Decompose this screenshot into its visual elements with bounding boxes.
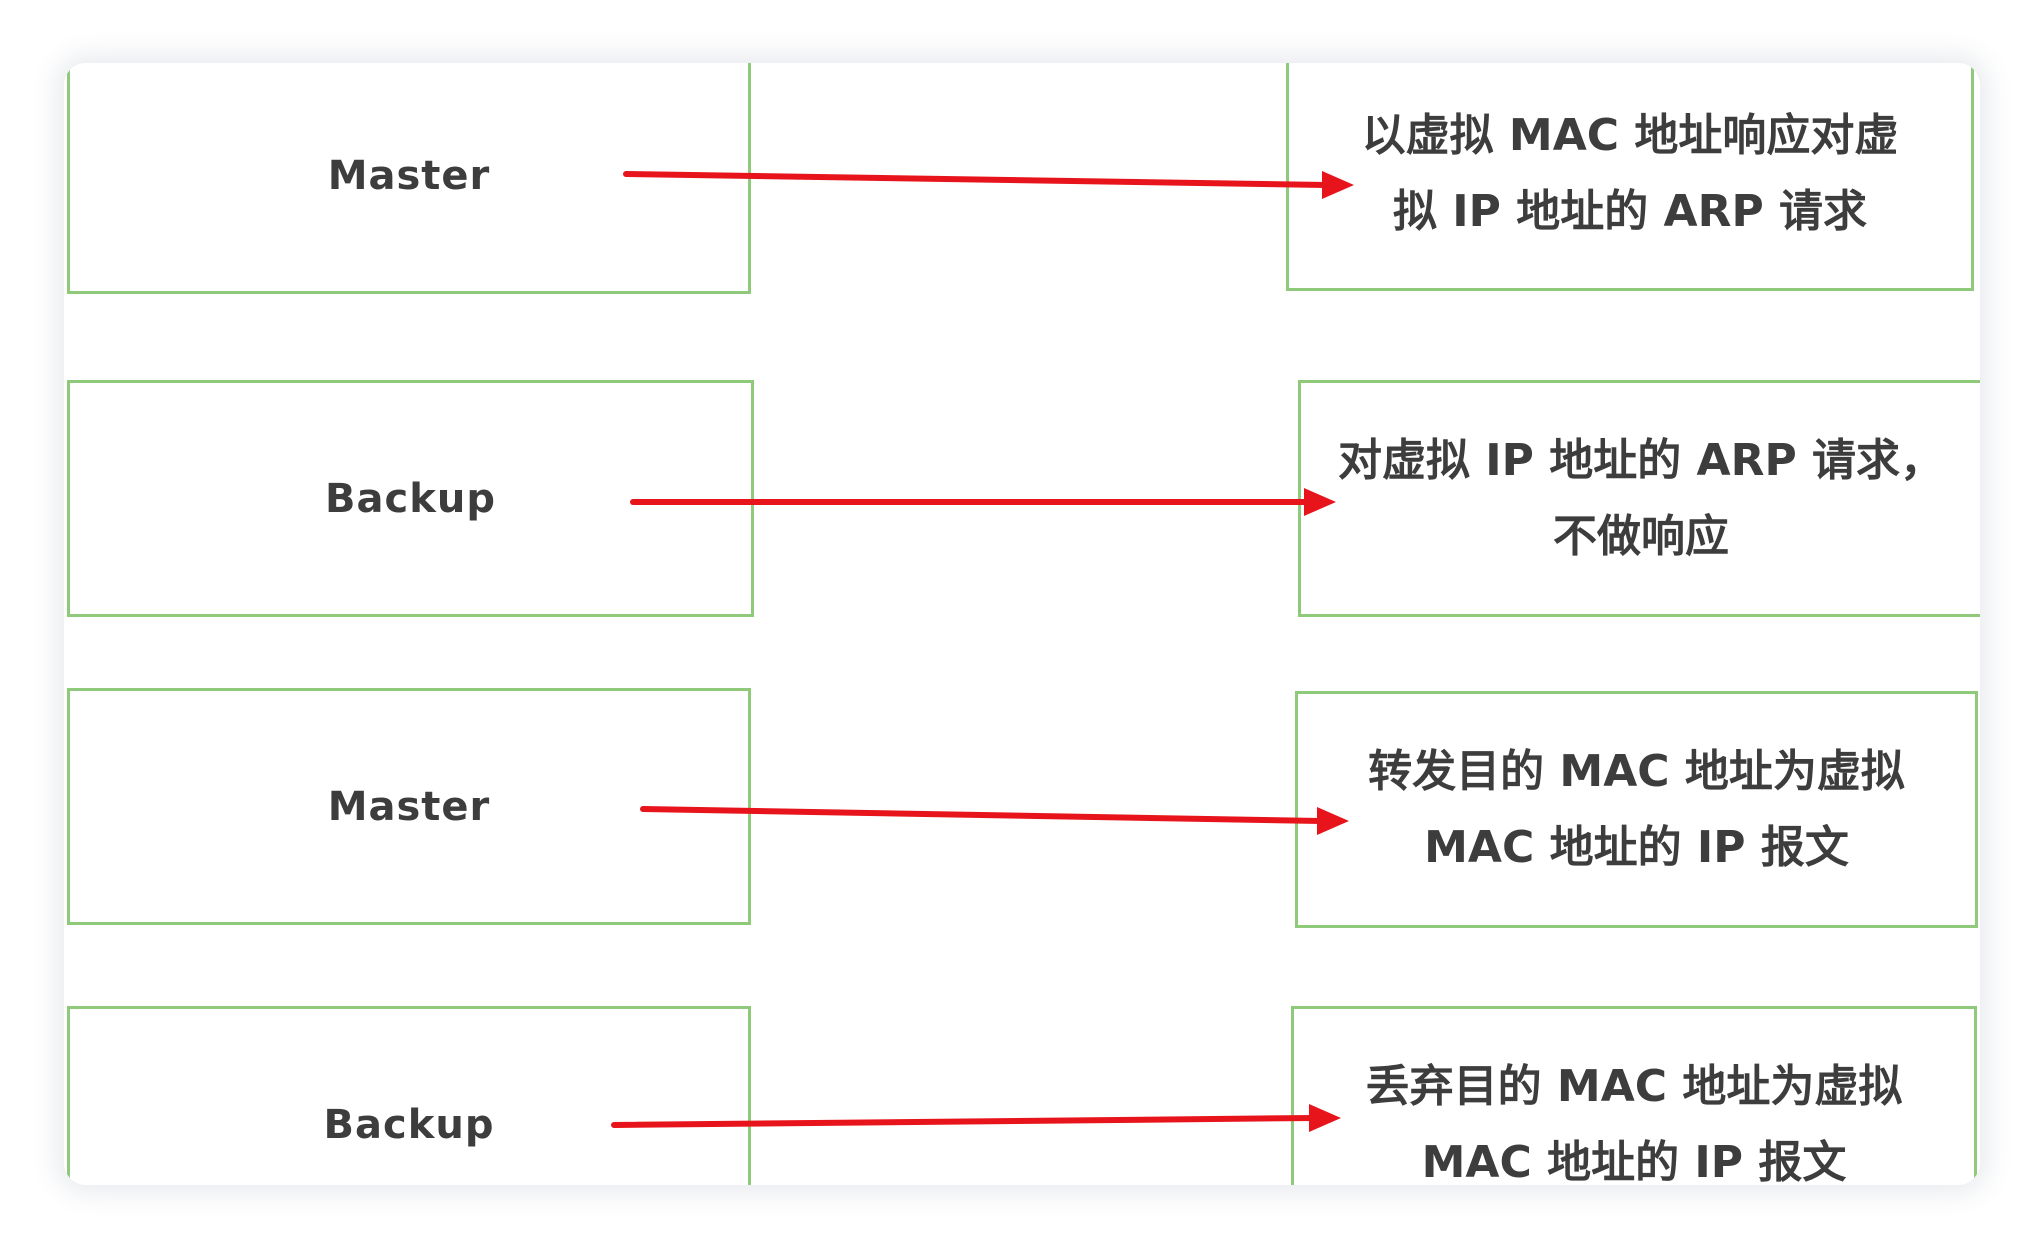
role-label-4: Backup	[323, 1101, 495, 1148]
role-label-3: Master	[327, 783, 491, 830]
description-text-4: 丢弃目的 MAC 地址为虚拟 MAC 地址的 IP 报文	[1365, 1060, 1903, 1186]
role-label-2: Backup	[325, 475, 496, 522]
description-box-2: 对虚拟 IP 地址的 ARP 请求， 不做响应	[1298, 380, 1980, 617]
description-box-3: 转发目的 MAC 地址为虚拟 MAC 地址的 IP 报文	[1295, 691, 1978, 928]
role-box-1: Master	[67, 63, 751, 294]
diagram-frame: Master 以虚拟 MAC 地址响应对虚 拟 IP 地址的 ARP 请求 Ba…	[64, 63, 1980, 1185]
description-text-2: 对虚拟 IP 地址的 ARP 请求， 不做响应	[1337, 434, 1945, 562]
role-box-3: Master	[67, 688, 751, 925]
arrow-2	[630, 488, 1336, 516]
description-box-4: 丢弃目的 MAC 地址为虚拟 MAC 地址的 IP 报文	[1291, 1006, 1977, 1185]
description-text-1: 以虚拟 MAC 地址响应对虚 拟 IP 地址的 ARP 请求	[1361, 110, 1899, 237]
description-box-1: 以虚拟 MAC 地址响应对虚 拟 IP 地址的 ARP 请求	[1286, 63, 1974, 291]
arrow-3	[640, 806, 1349, 835]
arrows-layer	[611, 171, 1354, 1132]
role-label-1: Master	[327, 152, 491, 199]
arrow-1	[623, 171, 1354, 199]
role-box-4: Backup	[67, 1006, 751, 1185]
description-text-3: 转发目的 MAC 地址为虚拟 MAC 地址的 IP 报文	[1368, 745, 1905, 873]
role-box-2: Backup	[67, 380, 754, 617]
arrow-4	[611, 1104, 1341, 1132]
